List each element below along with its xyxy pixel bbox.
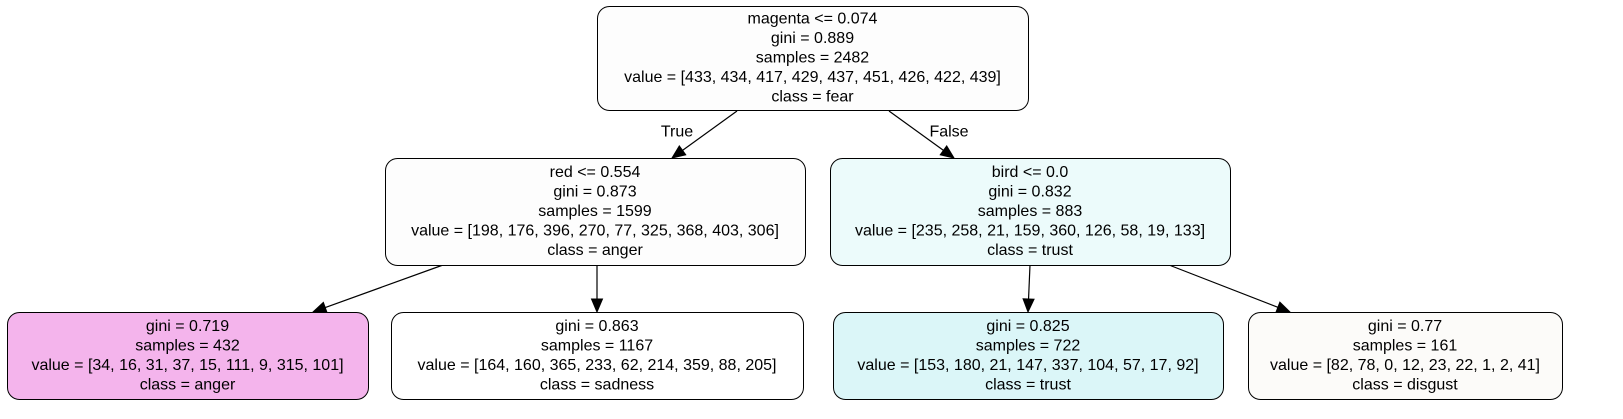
node-text-line: value = [34, 16, 31, 37, 15, 111, 9, 315… — [31, 357, 343, 374]
edge-line — [888, 110, 944, 151]
nodes-layer: magenta <= 0.074 gini = 0.889 samples = 24… — [7, 6, 1563, 400]
node-box — [1248, 312, 1563, 400]
node-text-line: class = anger — [547, 242, 643, 259]
arrowhead-icon — [311, 301, 328, 314]
node-text-line: value = [164, 160, 365, 233, 62, 214, 35… — [418, 357, 777, 374]
node-text-line: samples = 883 — [978, 203, 1083, 220]
node-text-line: class = trust — [987, 242, 1073, 259]
node-text-line: magenta <= 0.074 — [748, 11, 878, 28]
arrowhead-icon — [670, 145, 687, 159]
node-text-line: gini = 0.873 — [553, 184, 636, 201]
node-text-line: value = [198, 176, 396, 270, 77, 325, 36… — [411, 223, 779, 240]
node-text-line: class = disgust — [1352, 376, 1458, 393]
edge-label: False — [929, 124, 968, 141]
arrowhead-icon — [1275, 301, 1292, 313]
node-text-line: gini = 0.889 — [771, 30, 854, 47]
node-box — [833, 312, 1224, 400]
node-box — [385, 158, 806, 266]
node-text-line: class = sadness — [540, 376, 654, 393]
node-text-line: class = trust — [985, 376, 1071, 393]
node-text-line: samples = 1167 — [541, 337, 653, 354]
node-text-line: value = [433, 434, 417, 429, 437, 451, 4… — [624, 69, 1001, 86]
edge-line — [1168, 264, 1279, 308]
node-text-line: class = anger — [140, 376, 236, 393]
edge-root-right: False — [888, 110, 969, 159]
node-text-line: samples = 432 — [135, 337, 240, 354]
edge-left-leaf1 — [311, 264, 444, 314]
arrowhead-icon — [1022, 298, 1035, 314]
tree-node-root: magenta <= 0.074 gini = 0.889 samples = 24… — [597, 6, 1029, 111]
tree-node-leaf1: gini = 0.719 samples = 432 value = [34, 16… — [7, 312, 369, 400]
edge-right-leaf3 — [1022, 264, 1035, 314]
node-box — [7, 312, 369, 400]
node-box — [830, 158, 1231, 266]
node-text-line: gini = 0.832 — [988, 184, 1071, 201]
node-text-line: class = fear — [771, 89, 854, 106]
tree-node-left: red <= 0.554 gini = 0.873 samples = 1599 va… — [385, 158, 806, 266]
node-text-line: value = [153, 180, 21, 147, 337, 104, 57… — [857, 357, 1198, 374]
node-text-line: samples = 1599 — [538, 203, 652, 220]
node-text-line: gini = 0.863 — [555, 318, 638, 335]
tree-node-leaf4: gini = 0.77 samples = 161 value = [82, 78,… — [1248, 312, 1563, 400]
node-text-line: samples = 2482 — [756, 50, 870, 67]
edge-line — [325, 264, 444, 309]
node-text-line: gini = 0.825 — [986, 318, 1069, 335]
node-text-line: gini = 0.77 — [1368, 318, 1442, 335]
node-text-line: samples = 161 — [1353, 337, 1458, 354]
edge-line — [682, 110, 738, 151]
node-text-line: samples = 722 — [976, 337, 1081, 354]
node-text-line: bird <= 0.0 — [992, 164, 1069, 181]
node-box — [597, 6, 1029, 111]
node-text-line: red <= 0.554 — [550, 164, 641, 181]
node-text-line: value = [82, 78, 0, 12, 23, 22, 1, 2, 41… — [1270, 357, 1540, 374]
tree-node-right: bird <= 0.0 gini = 0.832 samples = 883 valu… — [830, 158, 1231, 266]
node-box — [391, 312, 804, 400]
tree-node-leaf2: gini = 0.863 samples = 1167 value = [164, … — [391, 312, 804, 400]
edge-label: True — [661, 124, 693, 141]
edge-line — [1027, 264, 1031, 300]
edge-left-leaf2 — [590, 265, 604, 314]
tree-node-leaf3: gini = 0.825 samples = 722 value = [153, 1… — [833, 312, 1224, 400]
arrowhead-icon — [939, 145, 956, 159]
arrowhead-icon — [590, 298, 604, 314]
node-text-line: value = [235, 258, 21, 159, 360, 126, 58… — [855, 223, 1205, 240]
edge-right-leaf4 — [1168, 264, 1292, 313]
node-text-line: gini = 0.719 — [146, 318, 229, 335]
edge-root-left: True — [661, 110, 738, 159]
